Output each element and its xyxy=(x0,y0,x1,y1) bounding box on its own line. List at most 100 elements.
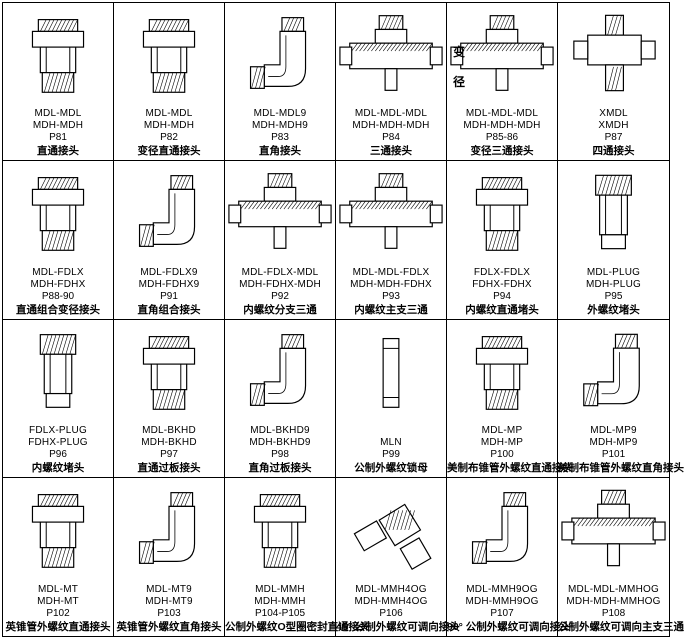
fitting-name: 美制布锥管外螺纹直通接头 xyxy=(447,461,573,474)
fitting-drawing-straight xyxy=(447,163,557,259)
fitting-name: 美制布锥管外螺纹直角接头 xyxy=(558,461,684,474)
fitting-code-1: XMDL xyxy=(599,108,628,120)
fitting-drawing-cross xyxy=(558,5,669,101)
fitting-code-1: MDL-MMH xyxy=(255,584,305,595)
fitting-drawing-elbow xyxy=(114,163,224,259)
fitting-drawing-tee xyxy=(336,163,446,259)
page-ref: P101 xyxy=(601,448,626,460)
page-ref: P100 xyxy=(490,448,514,460)
page-ref: P108 xyxy=(601,608,626,619)
page-ref: P98 xyxy=(271,448,289,460)
fitting-code-2: MDH-MDH xyxy=(143,120,195,132)
fitting-code-1: MDL-MP xyxy=(481,424,523,436)
fitting-drawing-elbow xyxy=(225,5,335,101)
page-ref: P84 xyxy=(382,132,400,144)
fitting-code-1: MLN xyxy=(380,436,402,448)
fitting-code-2: MDH-PLUG xyxy=(586,278,641,290)
fitting-drawing-plug xyxy=(3,322,113,418)
fitting-code-2: MDH-MDH-FDHX xyxy=(350,278,432,290)
fitting-name: 三通接头 xyxy=(370,145,412,158)
fitting-code-2: MDH-MP9 xyxy=(589,436,638,448)
fitting-drawing-straight xyxy=(114,5,224,101)
fitting-code-1: FDLX-FDLX xyxy=(473,266,531,278)
fitting-code-1: MDL-MMH4OG xyxy=(355,584,427,595)
fitting-code-1: MDL-PLUG xyxy=(586,266,641,278)
fitting-code-1: MDL-FDLX-MDL xyxy=(241,266,319,278)
fitting-code-1: MDL-MDL-MDL xyxy=(354,108,428,120)
fitting-code-2: MDH-MT9 xyxy=(145,596,193,607)
fitting-drawing-angle45 xyxy=(336,480,446,576)
fitting-drawing-nut xyxy=(336,322,446,418)
side-char-1: 变 xyxy=(453,45,466,59)
fitting-name: 变径三通接头 xyxy=(470,145,534,158)
page-ref: P81 xyxy=(49,132,67,144)
fitting-code-2: MDH-MDH-MDH xyxy=(352,120,430,132)
fitting-name: 内螺纹分支三通 xyxy=(243,303,317,316)
fitting-code-1: MDL-MMH9OG xyxy=(466,584,538,595)
fitting-drawing-tee xyxy=(336,5,446,101)
fitting-code-1: MDL-BKHD9 xyxy=(250,424,310,436)
fitting-drawing-straight xyxy=(3,480,113,576)
fitting-code-1: MDL-MDL-MMHOG xyxy=(568,584,659,595)
fitting-drawing-plug xyxy=(558,163,669,259)
fitting-code-2: MDH-MP xyxy=(480,436,524,448)
fitting-drawing-tee xyxy=(225,163,335,259)
page-ref: P103 xyxy=(157,608,181,619)
fitting-drawing-straight xyxy=(3,5,113,101)
fitting-name: 45° 公制外螺纹可调向接头 xyxy=(336,621,460,633)
fitting-name: 变径直通接头 xyxy=(137,145,201,158)
fitting-code-2: MDH-BKHD xyxy=(141,436,197,448)
page-ref: P91 xyxy=(160,290,178,302)
fitting-code-1: MDL-MT9 xyxy=(146,584,192,595)
fitting-code-2: MDH-MDH xyxy=(32,120,84,132)
fitting-code-1: MDL-MDL-FDLX xyxy=(352,266,430,278)
fitting-code-2: FDHX-PLUG xyxy=(28,436,88,448)
fitting-code-1: MDL-BKHD xyxy=(142,424,196,436)
fitting-name: 90° 公制外螺纹可调向接头 xyxy=(447,621,571,633)
fitting-name: 外螺纹堵头 xyxy=(587,303,640,316)
fitting-code-2: MDH-MT xyxy=(37,596,79,607)
fitting-drawing-elbow xyxy=(558,322,669,418)
fitting-name: 内螺纹堵头 xyxy=(31,461,85,474)
fitting-drawing-tee xyxy=(558,480,669,576)
fitting-code-1: MDL-MDL9 xyxy=(253,108,307,120)
fitting-code-1: MDL-MP9 xyxy=(590,424,637,436)
fitting-name: 英锥管外螺纹直通接头 xyxy=(5,621,111,633)
page-ref: P85-86 xyxy=(485,132,519,144)
fitting-code-1: FDLX-PLUG xyxy=(29,424,87,436)
fitting-code-2: XMDH xyxy=(598,120,629,132)
fitting-drawing-straight xyxy=(225,480,335,576)
fitting-name: 直通组合变径接头 xyxy=(16,303,100,316)
